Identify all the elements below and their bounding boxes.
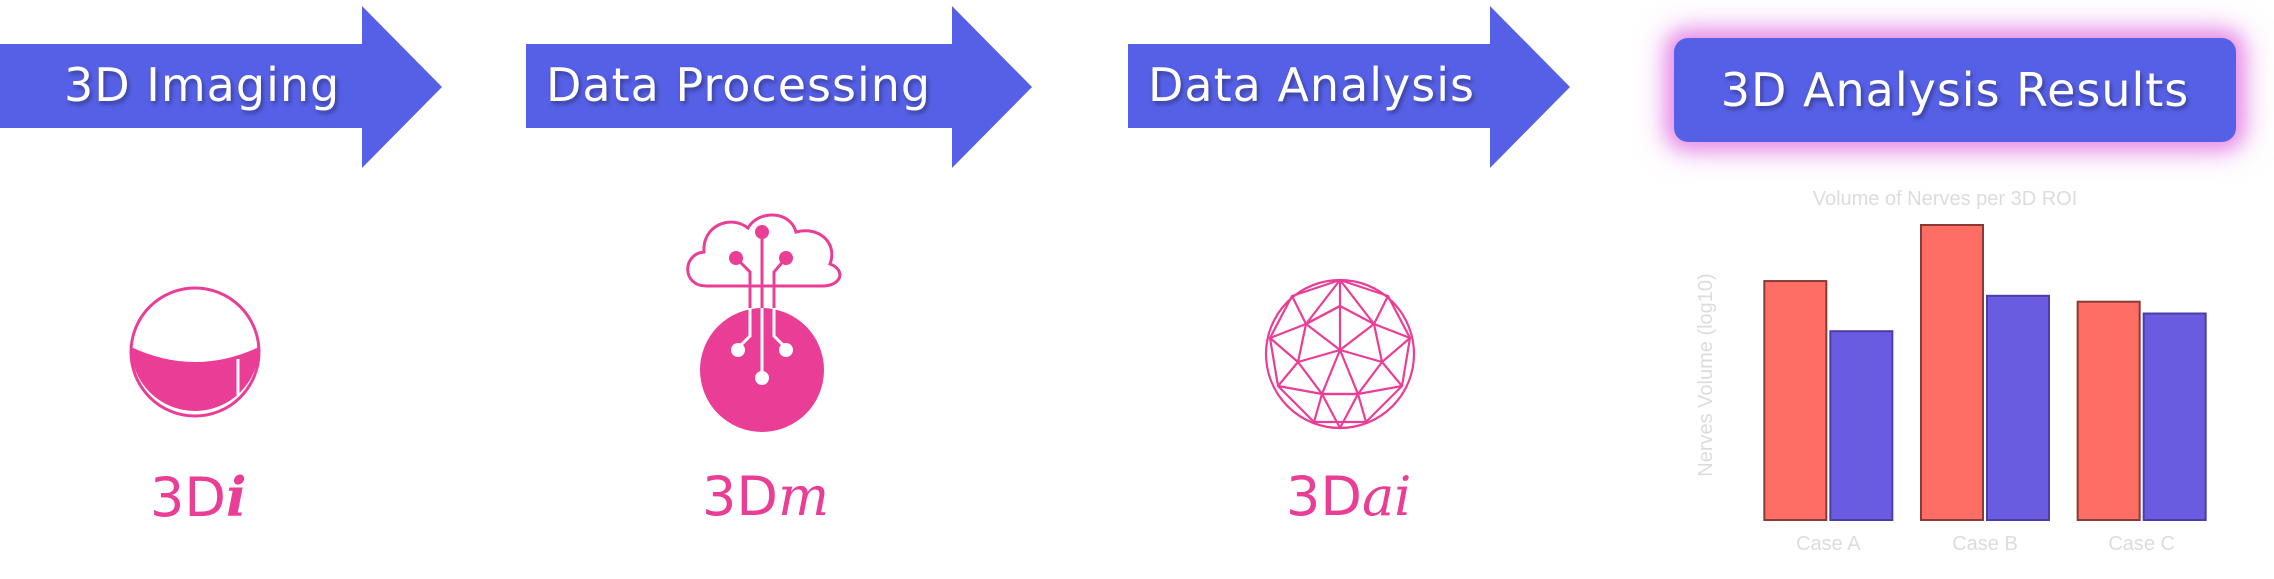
- tool-label-3di: 3Di: [150, 465, 246, 529]
- chart-category-label: Case A: [1796, 533, 1861, 555]
- tool-suffix: i: [225, 465, 247, 529]
- geodesic-sphere-icon: [1264, 278, 1416, 430]
- chart-bar: [2076, 300, 2141, 521]
- chart-bar: [1986, 294, 2050, 521]
- chart-category-label: Case C: [2108, 533, 2175, 555]
- chart-bar: [1763, 280, 1828, 521]
- arrow-3d-imaging: [0, 6, 442, 168]
- nerve-volume-chart: Volume of Nerves per 3D ROI Nerves Volume…: [1695, 188, 2207, 555]
- cloud-circuit-icon: [686, 213, 842, 432]
- tool-label-3dm: 3Dm: [702, 465, 829, 528]
- tool-prefix: 3D: [150, 466, 226, 529]
- chart-category-label: Case B: [1952, 533, 2018, 555]
- arrow-data-processing: [526, 6, 1032, 168]
- tool-suffix: ai: [1361, 465, 1412, 528]
- arrow-data-analysis: [1128, 6, 1570, 168]
- chart-ylabel: Nerves Volume (log10): [1695, 273, 1717, 476]
- step-label-analysis: Data Analysis: [1148, 58, 1475, 112]
- step-label-results: 3D Analysis Results: [1720, 63, 2190, 117]
- step-label-imaging: 3D Imaging: [64, 58, 341, 112]
- chart-bar: [1920, 224, 1984, 521]
- tool-suffix: m: [777, 465, 830, 528]
- tool-label-3dai: 3Dai: [1286, 465, 1411, 528]
- chart-title: Volume of Nerves per 3D ROI: [1813, 188, 2078, 210]
- results-box: 3D Analysis Results: [1674, 38, 2236, 142]
- sphere-bowl-icon: [129, 286, 261, 418]
- tool-prefix: 3D: [1286, 465, 1362, 528]
- chart-bar: [1829, 330, 1894, 521]
- step-label-processing: Data Processing: [546, 58, 932, 112]
- chart-bar: [2142, 312, 2207, 521]
- tool-prefix: 3D: [702, 465, 778, 528]
